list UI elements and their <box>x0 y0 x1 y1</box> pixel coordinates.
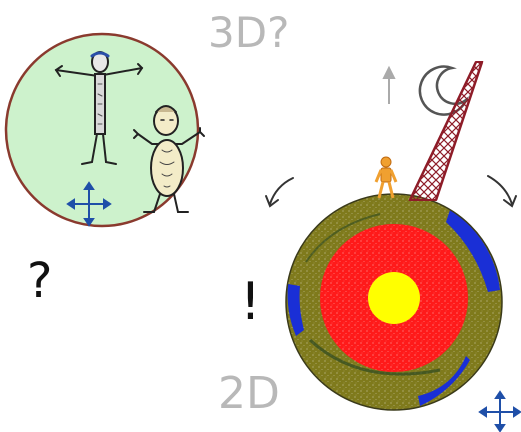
exclamation-mark: ! <box>240 272 261 332</box>
stick-figure-icon <box>54 51 144 165</box>
flat-world-circle <box>4 32 205 228</box>
question-mark: ? <box>27 253 53 309</box>
move-cross-icon <box>478 390 521 432</box>
move-cross-icon <box>66 181 112 227</box>
round-figure-icon <box>133 105 205 213</box>
label-2d: 2D <box>218 368 280 419</box>
curved-arrow-left-icon <box>265 177 294 208</box>
up-arrow-icon <box>382 65 396 104</box>
radio-tower-icon <box>408 61 484 201</box>
earth-cross-section-icon <box>285 193 503 411</box>
standing-person-icon <box>374 156 398 199</box>
curved-arrow-right-icon <box>487 175 517 208</box>
label-3d: 3D? <box>208 8 290 57</box>
